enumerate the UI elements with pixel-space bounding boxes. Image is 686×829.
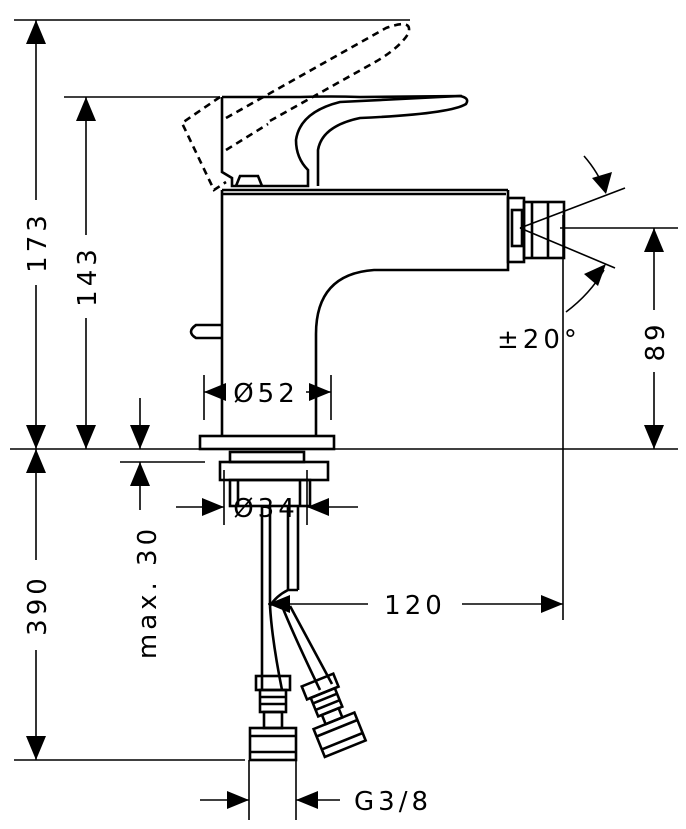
hose-fitting-straight — [248, 674, 298, 762]
dim-label-g3-8: G3/8 — [354, 787, 432, 817]
extension-lines — [10, 19, 678, 820]
dimension-spout-reach: 120 — [268, 591, 563, 621]
lever-raised-position — [180, 22, 411, 192]
base-flange — [198, 434, 336, 451]
dim-label-173: 173 — [23, 211, 53, 273]
supply-hoses — [260, 506, 334, 691]
dimension-thread: G3/8 — [200, 787, 432, 817]
dimension-total-height: 173 — [23, 20, 53, 449]
dimension-swivel-angle: ±20° — [497, 155, 626, 355]
dimension-body-diameter: Ø52 — [204, 379, 331, 409]
spout-aerator — [506, 196, 566, 264]
dim-label-390: 390 — [23, 574, 53, 636]
dim-label-diameter-34: Ø34 — [233, 494, 299, 524]
popup-lever — [189, 323, 222, 340]
dimension-connection-diameter: Ø34 — [176, 494, 358, 524]
faucet-body-spout — [220, 188, 510, 436]
dim-label-120: 120 — [384, 591, 446, 621]
dimension-hose-length: 390 — [23, 449, 53, 760]
dimension-outlet-height: 89 — [641, 228, 671, 449]
dim-label-max-30: max. 30 — [133, 525, 163, 659]
dim-label-angle-20: ±20° — [497, 325, 581, 355]
dimension-spout-height: 143 — [73, 97, 103, 449]
dim-label-diameter-52: Ø52 — [233, 379, 299, 409]
dim-label-89: 89 — [641, 320, 671, 361]
dimension-max-thickness: max. 30 — [130, 398, 163, 659]
faucet-outline — [180, 22, 566, 762]
under-deck-connection — [218, 450, 330, 508]
dim-label-143: 143 — [73, 245, 103, 307]
handle-base — [220, 94, 469, 188]
hose-fitting-angled — [300, 671, 368, 759]
